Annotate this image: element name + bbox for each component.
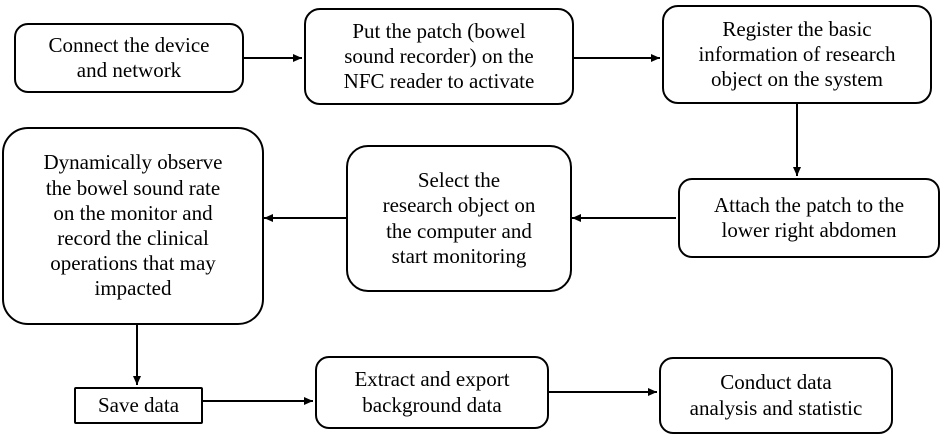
step-select-label: Select the research object on the comput… (382, 168, 536, 268)
step-extract: Extract and export background data (315, 356, 549, 429)
step-observe-label: Dynamically observe the bowel sound rate… (43, 150, 223, 301)
step-register-label: Register the basic information of resear… (698, 16, 896, 92)
step-save: Save data (74, 387, 203, 424)
step-observe: Dynamically observe the bowel sound rate… (2, 127, 264, 325)
step-activate: Put the patch (bowel sound recorder) on … (304, 8, 574, 105)
step-attach-label: Attach the patch to the lower right abdo… (713, 192, 905, 242)
step-analyze-label: Conduct data analysis and statistic (689, 370, 863, 420)
step-connect-label: Connect the device and network (48, 32, 210, 82)
step-connect: Connect the device and network (14, 23, 244, 93)
step-analyze: Conduct data analysis and statistic (659, 357, 893, 434)
step-attach: Attach the patch to the lower right abdo… (678, 178, 940, 258)
step-activate-label: Put the patch (bowel sound recorder) on … (343, 18, 535, 94)
step-extract-label: Extract and export background data (354, 367, 510, 417)
step-save-label: Save data (97, 392, 180, 417)
step-register: Register the basic information of resear… (662, 5, 932, 104)
step-select: Select the research object on the comput… (346, 145, 572, 292)
